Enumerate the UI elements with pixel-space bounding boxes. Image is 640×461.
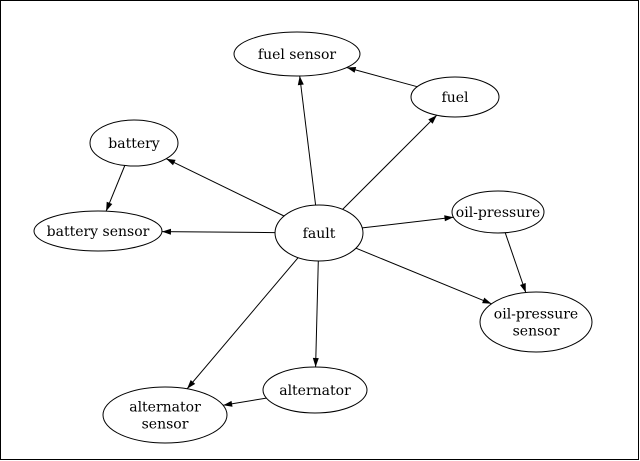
edge-battery-to-battery-sensor xyxy=(105,165,126,212)
edge-fault-to-alternator-sensor xyxy=(186,257,299,390)
edge-line xyxy=(161,231,276,234)
node-label: oil-pressure xyxy=(494,307,578,323)
edge-alternator-to-alternator-sensor xyxy=(223,397,267,407)
arrowhead xyxy=(312,357,319,367)
arrowhead xyxy=(520,283,526,293)
arrowhead xyxy=(444,215,454,222)
edge-oil-pressure-to-oil-pressure-sensor xyxy=(504,232,527,293)
node-ellipse xyxy=(410,76,500,118)
edge-line xyxy=(346,67,418,88)
node-label: fuel sensor xyxy=(258,47,337,63)
node-ellipse xyxy=(89,119,179,167)
arrowhead xyxy=(297,76,304,86)
edge-fault-to-fuel-sensor xyxy=(297,75,317,206)
node-label: fault xyxy=(303,226,336,242)
edge-fault-to-oil-pressure xyxy=(362,215,454,229)
edge-fault-to-battery xyxy=(165,158,285,217)
node-ellipse xyxy=(262,366,368,414)
node-fuel: fuel xyxy=(410,76,500,118)
node-label: fuel xyxy=(442,90,469,106)
arrowhead xyxy=(428,115,437,124)
edge-line xyxy=(186,257,299,390)
node-label: alternator xyxy=(279,383,351,399)
node-fuel-sensor: fuel sensor xyxy=(233,31,361,77)
node-battery-sensor: battery sensor xyxy=(33,210,163,252)
node-ellipse xyxy=(274,204,364,262)
edge-fault-to-battery-sensor xyxy=(161,228,276,235)
node-fault: fault xyxy=(274,204,364,262)
edge-line xyxy=(342,114,438,210)
arrowhead xyxy=(106,201,113,212)
node-ellipse xyxy=(102,386,228,444)
node-label: battery xyxy=(108,136,160,152)
edge-fault-to-fuel xyxy=(342,114,438,210)
arrowhead xyxy=(223,400,233,407)
node-label: sensor xyxy=(513,324,560,340)
node-battery: battery xyxy=(89,119,179,167)
node-ellipse xyxy=(451,190,545,234)
edge-line xyxy=(504,232,527,293)
edge-line xyxy=(315,260,319,368)
edge-fuel-to-fuel-sensor xyxy=(346,67,418,88)
edge-fault-to-alternator xyxy=(312,260,319,368)
arrowhead xyxy=(187,380,196,389)
edge-line xyxy=(362,216,454,229)
nodes-layer: fault fuel sensor fuel battery battery senso… xyxy=(33,31,593,444)
arrowhead xyxy=(482,297,492,304)
node-alternator: alternator xyxy=(262,366,368,414)
edge-line xyxy=(165,158,285,217)
edge-line xyxy=(299,75,317,206)
node-oil-pressure: oil-pressure xyxy=(451,190,545,234)
edges-layer xyxy=(105,67,527,407)
arrowhead xyxy=(346,67,357,73)
node-ellipse xyxy=(33,210,163,252)
node-label: alternator xyxy=(129,400,201,416)
node-ellipse xyxy=(479,291,593,353)
node-label: oil-pressure xyxy=(456,205,540,221)
node-label: sensor xyxy=(142,417,189,433)
edge-fault-to-oil-pressure-sensor xyxy=(355,247,492,305)
node-label: battery sensor xyxy=(47,224,150,240)
arrowhead xyxy=(166,158,176,166)
node-ellipse xyxy=(233,31,361,77)
edge-line xyxy=(355,247,492,305)
arrowhead xyxy=(162,228,171,235)
